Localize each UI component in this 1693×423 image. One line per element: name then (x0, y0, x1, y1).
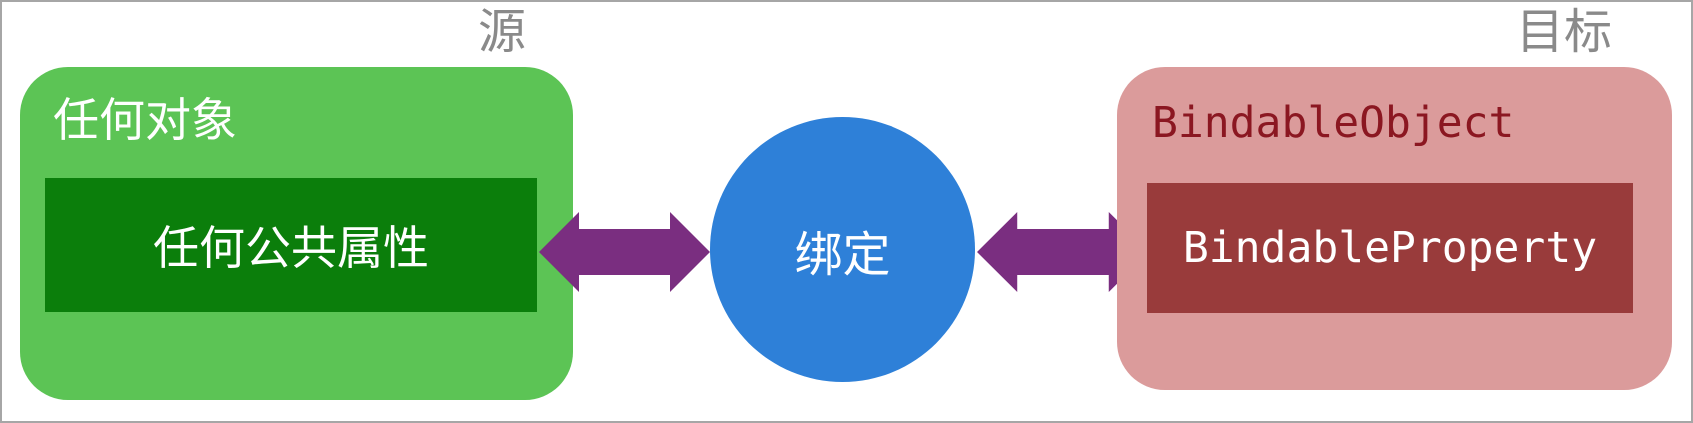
double-arrow-icon (539, 212, 710, 292)
source-property-label: 任何公共属性 (153, 221, 429, 275)
binding-label: 绑定 (794, 226, 891, 283)
source-corner-label: 源 (478, 4, 527, 60)
target-property-label: BindableProperty (1182, 223, 1598, 273)
double-arrow-icon (977, 212, 1149, 292)
target-object-title: BindableObject (1152, 98, 1515, 148)
target-property-box: BindableProperty (1147, 183, 1633, 313)
binding-circle: 绑定 (710, 117, 975, 382)
target-object-box: BindableObject BindableProperty (1117, 67, 1672, 390)
source-object-title: 任何对象 (53, 93, 237, 147)
target-corner-label: 目标 (1516, 4, 1613, 60)
source-object-box: 任何对象 任何公共属性 (20, 67, 573, 400)
source-property-box: 任何公共属性 (45, 178, 537, 312)
